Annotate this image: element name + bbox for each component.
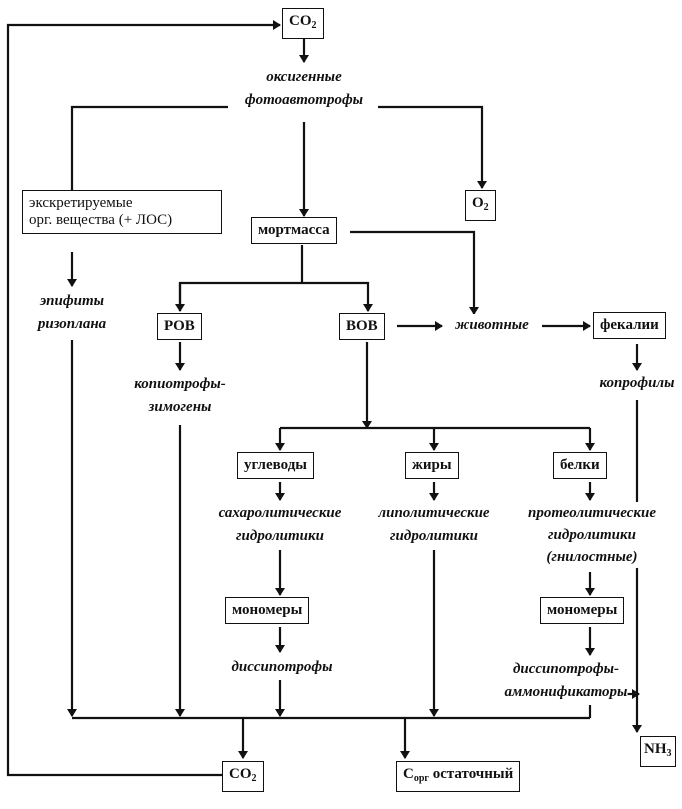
saccharolytic-line-2: гидролитики xyxy=(236,528,324,544)
rov-box: РОВ xyxy=(157,313,202,340)
lipolytic-line-2: гидролитики xyxy=(390,528,478,544)
fats-box: жиры xyxy=(405,452,459,479)
saccharolytic-line-1: сахаролитические xyxy=(218,505,342,521)
mortmass-box: мортмасса xyxy=(251,217,337,244)
co2-bottom-label: CO xyxy=(229,766,252,782)
animals-label: животные xyxy=(455,314,529,337)
epiphytes-rhizoplane: эпифиты ризоплана xyxy=(37,290,107,336)
o2-subscript: 2 xyxy=(483,202,489,213)
carbohydrates-box: углеводы xyxy=(237,452,314,479)
monomers-left-box: мономеры xyxy=(225,597,310,624)
copiotrophs-line-1: копиотрофы- xyxy=(134,376,226,392)
lipolytic-hydrolytics: липолитические гидролитики xyxy=(378,502,490,548)
co2-top-subscript: 2 xyxy=(311,20,317,31)
proteolytic-line-3: (гнилостные) xyxy=(546,549,638,565)
co2-bottom-subscript: 2 xyxy=(251,773,257,784)
vov-box: ВОВ xyxy=(339,313,385,340)
proteins-box: белки xyxy=(553,452,607,479)
excreted-line-1: экскретируемые xyxy=(29,195,133,211)
oxygenic-line-2: фотоавтотрофы xyxy=(244,92,364,108)
proteolytic-line-2: гидролитики xyxy=(548,527,636,543)
oxygenic-photoautotrophs: оксигенные фотоавтотрофы xyxy=(240,66,368,112)
proteolytic-line-1: протеолитические xyxy=(527,505,657,521)
ammonifiers-line-1: диссипотрофы- xyxy=(512,661,620,677)
o2-label: O xyxy=(472,195,484,211)
nh3-box: NH3 xyxy=(640,736,676,767)
nh3-label: NH xyxy=(644,741,667,757)
oxygenic-line-1: оксигенные xyxy=(266,69,342,85)
epiphytes-line-2: ризоплана xyxy=(37,316,107,332)
ammonifiers-line-2: аммонификаторы xyxy=(504,684,628,700)
copiotrophs-line-2: зимогены xyxy=(148,399,212,415)
co2-bottom-box: CO2 xyxy=(222,761,264,792)
corg-label: C xyxy=(403,766,414,782)
nh3-subscript: 3 xyxy=(666,748,672,759)
residual-corg-box: Cорг остаточный xyxy=(396,761,521,792)
o2-box: O2 xyxy=(465,190,496,221)
corg-subscript: орг xyxy=(413,773,429,784)
excreted-line-2: орг. вещества (+ ЛОС) xyxy=(29,212,173,228)
epiphytes-line-1: эпифиты xyxy=(39,293,105,309)
co2-top-label: CO xyxy=(289,13,312,29)
feces-box: фекалии xyxy=(593,312,666,339)
corg-residual-label: остаточный xyxy=(428,766,514,782)
co2-top-box: CO2 xyxy=(282,8,324,39)
proteolytic-hydrolytics: протеолитические гидролитики (гнилостные) xyxy=(527,502,657,568)
monomers-right-box: мономеры xyxy=(540,597,625,624)
coprophiles-label: копрофилы xyxy=(599,372,675,395)
saccharolytic-hydrolytics: сахаролитические гидролитики xyxy=(218,502,342,548)
dissipotrophs-label: диссипотрофы xyxy=(231,656,333,679)
lipolytic-line-1: липолитические xyxy=(378,505,490,521)
dissipotrophs-ammonifiers: диссипотрофы-аммонификаторы xyxy=(504,658,628,704)
copiotrophs-zymogens: копиотрофы-зимогены xyxy=(134,373,226,419)
